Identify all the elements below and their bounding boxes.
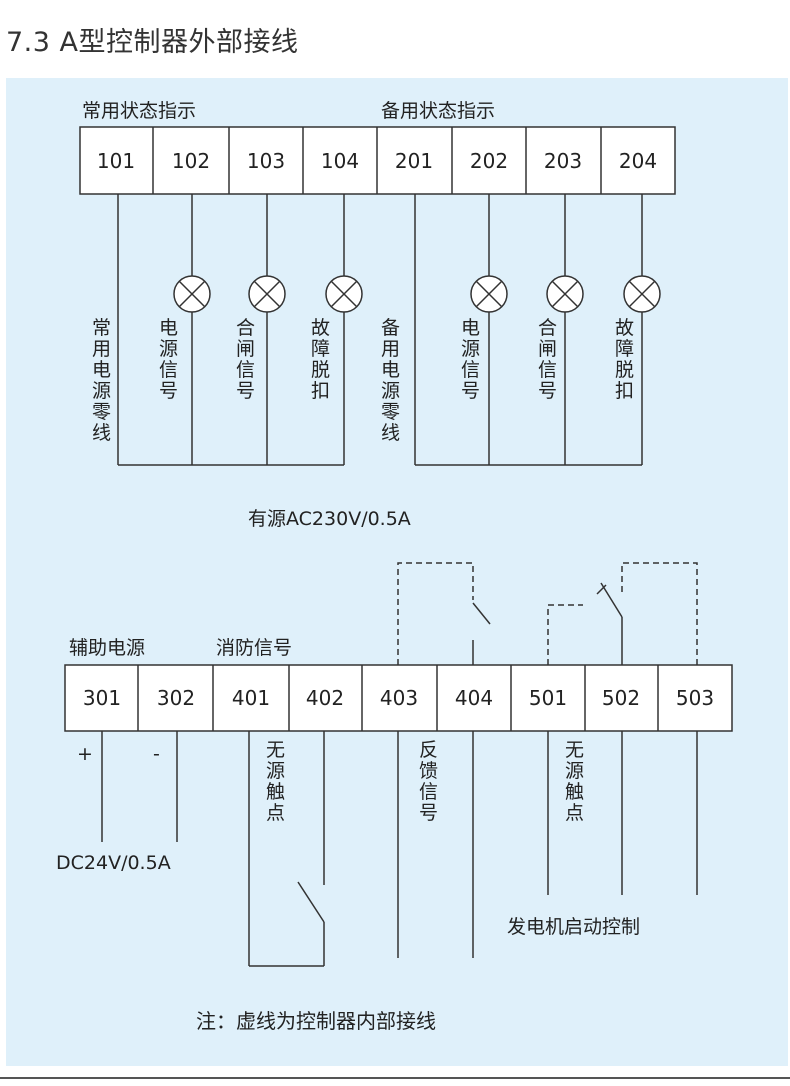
terminal-502: 502 [602,686,640,710]
wire-label-passive-contact-generator: 无源触点 [565,739,584,824]
terminal-404: 404 [455,686,493,710]
terminal-401: 401 [232,686,270,710]
section-title: 7.3 A型控制器外部接线 [6,27,299,58]
terminal-302: 302 [157,686,195,710]
wire-label-standby-power: 电源信号 [461,317,480,402]
lamp-icon [470,275,508,313]
group-label-normal: 常用状态指示 [82,100,196,122]
lamp-icon [546,275,584,313]
wire-label-standby-close: 合闸信号 [538,317,557,402]
terminal-102: 102 [172,149,210,173]
terminal-201: 201 [395,149,433,173]
group-label-standby: 备用状态指示 [381,100,495,122]
generator-relay-contact [600,582,623,618]
wire-label-normal-neutral: 常用电源零线 [92,317,111,444]
bottom-divider [0,1077,790,1079]
terminal-501: 501 [529,686,567,710]
polarity-plus: + [77,743,93,765]
terminal-103: 103 [247,149,285,173]
lamp-icon [623,275,661,313]
fire-contact-switch [297,881,325,923]
feedback-relay-contact [472,602,491,625]
terminal-301: 301 [83,686,121,710]
terminal-204: 204 [619,149,657,173]
polarity-minus: - [153,743,160,765]
wire-label-normal-trip: 故障脱扣 [311,317,330,402]
terminal-402: 402 [306,686,344,710]
terminal-503: 503 [676,686,714,710]
terminal-202: 202 [470,149,508,173]
diagram-panel [6,78,788,1066]
terminal-403: 403 [380,686,418,710]
supply-rating-dc: DC24V/0.5A [56,852,171,874]
lamp-icon [325,275,363,313]
wire-label-passive-contact-fire: 无源触点 [266,739,285,824]
wire-label-normal-close: 合闸信号 [236,317,255,402]
lamp-icon [173,275,211,313]
terminal-104: 104 [321,149,359,173]
terminal-101: 101 [97,149,135,173]
lamp-icon [248,275,286,313]
wire-label-normal-power: 电源信号 [159,317,178,402]
wire-label-standby-trip: 故障脱扣 [615,317,634,402]
terminal-203: 203 [544,149,582,173]
bottom-terminal-block [64,664,733,732]
supply-rating-ac: 有源AC230V/0.5A [248,508,411,530]
dashed-line-note: 注：虚线为控制器内部接线 [196,1009,436,1033]
group-label-fire-signal: 消防信号 [216,637,292,659]
generator-start-control-label: 发电机启动控制 [507,916,640,938]
wire-label-feedback-signal: 反馈信号 [419,739,438,824]
wire-label-standby-neutral: 备用电源零线 [381,317,400,444]
group-label-aux-power: 辅助电源 [69,637,145,659]
